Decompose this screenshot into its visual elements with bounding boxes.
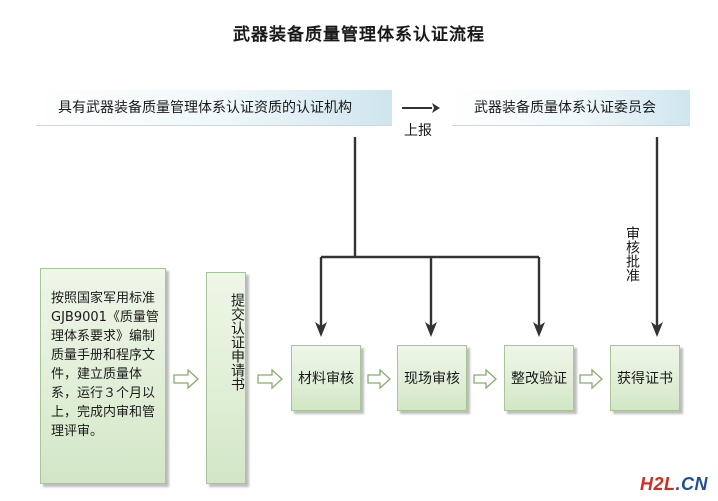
step-rectification-verification-label: 整改验证 (511, 371, 567, 387)
flow-arrow-5 (579, 368, 603, 390)
step-material-review: 材料审核 (291, 345, 361, 411)
approve-label: 审核批准 (624, 226, 640, 282)
step-certificate-obtained: 获得证书 (610, 345, 680, 411)
step-rectification-verification: 整改验证 (504, 345, 574, 411)
report-label: 上报 (404, 123, 432, 139)
watermark-part-2: .CN (675, 474, 709, 494)
watermark-logo: H2L.CN (640, 474, 708, 495)
flow-arrow-1 (173, 368, 199, 390)
submit-application-text: 提交认证申请书 (229, 293, 245, 391)
certification-committee-box: 武器装备质量体系认证委员会 (452, 90, 690, 126)
distribution-lines (321, 137, 539, 259)
report-arrow (402, 103, 440, 113)
flow-arrow-3 (367, 368, 391, 390)
arrow-approval (651, 137, 663, 337)
submit-application-box: 提交认证申请书 (206, 272, 246, 484)
step-material-review-label: 材料审核 (298, 371, 354, 387)
certification-body-label: 具有武器装备质量管理体系认证资质的认证机构 (58, 100, 352, 116)
preparation-text: 按照国家军用标准GJB9001《质量管理体系要求》编制质量手册和程序文件，建立质… (51, 291, 159, 439)
preparation-box: 按照国家军用标准GJB9001《质量管理体系要求》编制质量手册和程序文件，建立质… (40, 268, 166, 484)
arrow-to-onsite-audit (425, 257, 437, 337)
flow-arrow-2 (257, 368, 283, 390)
watermark-part-1: H2L (640, 474, 676, 494)
step-onsite-audit: 现场审核 (397, 345, 467, 411)
arrow-to-material-review (315, 257, 327, 337)
step-onsite-audit-label: 现场审核 (404, 371, 460, 387)
arrow-to-rectification (533, 257, 545, 337)
step-certificate-obtained-label: 获得证书 (617, 371, 673, 387)
certification-body-box: 具有武器装备质量管理体系认证资质的认证机构 (36, 90, 392, 126)
certification-committee-label: 武器装备质量体系认证委员会 (474, 100, 656, 116)
diagram-title: 武器装备质量管理体系认证流程 (233, 25, 485, 45)
flow-arrow-4 (473, 368, 497, 390)
